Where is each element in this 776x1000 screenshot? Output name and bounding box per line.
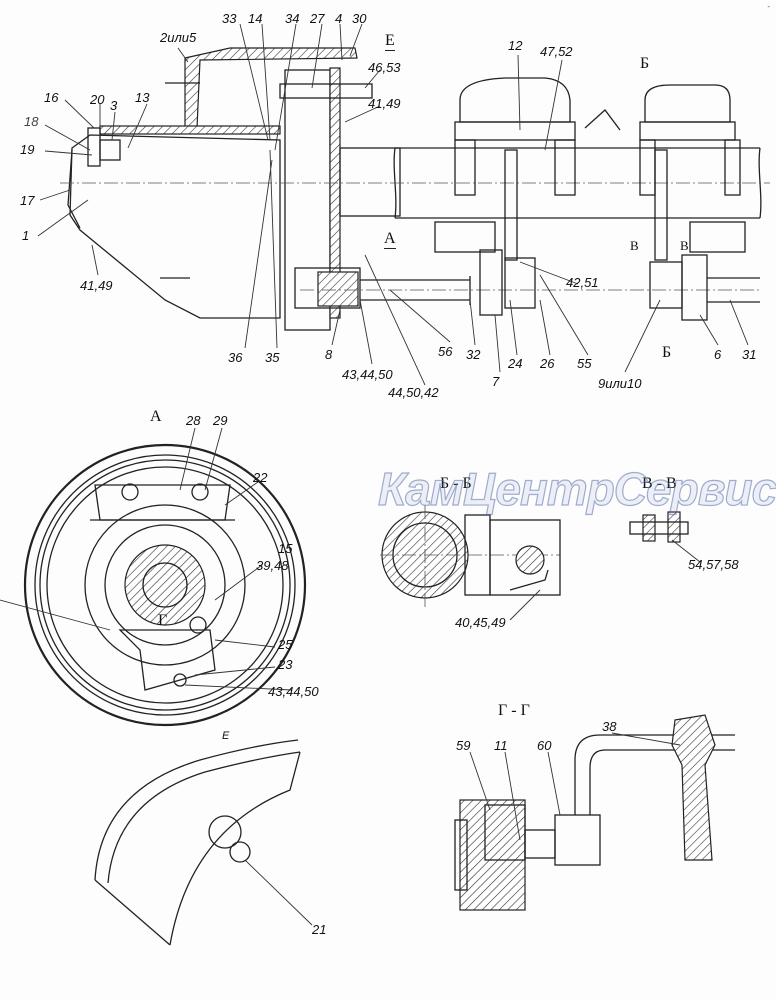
label-13: 13 [135,90,150,105]
brake-drum-outer [23,443,307,727]
axle-section [124,544,206,626]
label-31: 31 [742,347,757,362]
hub-wall [99,125,281,135]
label-14: 14 [248,11,263,26]
label-29: 29 [213,413,228,428]
label-41-49-bottom: 41,49 [80,278,113,293]
label-21: 21 [312,922,327,937]
brake-shoes [84,504,246,666]
label-20: 20 [90,92,105,107]
view-a-title: А [150,408,162,425]
axle-beam [395,147,760,219]
label-41-49-top: 41,49 [368,96,401,111]
label-32: 32 [466,347,481,362]
slack-adjuster-right [681,254,708,321]
watermark: КамЦентрСервис [377,462,776,515]
label-16: 16 [44,90,59,105]
label-36: 36 [228,350,243,365]
label-38: 38 [602,719,617,734]
view-e-drawing [94,739,313,946]
section-mark-b-top: Б [640,55,650,72]
section-bb-drawing [380,505,561,621]
label-7: 7 [492,374,500,389]
view-a-drawing [0,427,307,727]
bearing [99,139,121,161]
section-mark-v1: В [630,238,639,253]
camshaft-bracket [294,267,361,309]
section-vv-drawing [629,511,701,563]
main-view-drawing [37,23,770,386]
label-40-45-49: 40,45,49 [455,615,506,630]
label-43-44-50: 43,44,50 [342,367,393,382]
label-56: 56 [438,344,453,359]
brake-chamber-left [459,77,571,123]
label-8: 8 [325,347,333,362]
label-43-44-50-view-a: 43,44,50 [268,684,319,699]
section-mark-b-bottom: Б [662,344,672,361]
section-mark-v2: В [680,238,689,253]
label-27: 27 [310,11,325,26]
label-46-53: 46,53 [368,60,401,75]
slack-adjuster-left [479,249,503,316]
label-35: 35 [265,350,280,365]
section-mark-e: Е [385,32,395,51]
label-12: 12 [508,38,523,53]
hub-body [69,134,281,319]
fitting-60 [554,814,601,866]
label-9or10: 9или10 [598,376,642,391]
label-34: 34 [285,11,300,26]
view-e-title: Е [222,730,230,742]
label-22: 22 [253,470,268,485]
label-6: 6 [714,347,722,362]
brake-chamber-right [644,84,731,123]
label-26: 26 [540,356,555,371]
tube-38 [574,734,735,815]
label-11: 11 [494,738,508,753]
section-bb-title: Б - Б [440,475,472,492]
label-44-50-42: 44,50,42 [388,385,439,400]
nut [87,127,101,167]
section-vv-title: В - В [642,475,677,492]
label-15: 15 [278,541,293,556]
axle-stub [339,147,401,217]
part-59 [459,799,526,911]
label-2or5: 2или5 [160,30,197,45]
label-42-51: 42,51 [566,275,599,290]
label-4: 4 [335,11,343,26]
label-59: 59 [456,738,471,753]
label-1: 1 [22,228,30,243]
label-30: 30 [352,11,367,26]
label-47-52: 47,52 [540,44,573,59]
pin [279,83,373,99]
label-60: 60 [537,738,552,753]
label-17: 17 [20,193,35,208]
label-18: 18 [24,114,39,129]
label-55: 55 [577,356,592,371]
section-gg-title: Г - Г [498,702,530,719]
label-54-57-58: 54,57,58 [688,557,739,572]
section-mark-g: Г [158,612,168,629]
label-3: 3 [110,98,118,113]
label-24: 24 [508,356,523,371]
label-28: 28 [186,413,201,428]
label-23: 23 [278,657,293,672]
label-25: 25 [278,637,293,652]
corner-mark: - [767,2,770,11]
label-33: 33 [222,11,237,26]
section-gg-drawing [454,714,735,911]
label-19: 19 [20,142,35,157]
label-39-48: 39,48 [256,558,289,573]
section-mark-a: А [384,230,396,249]
